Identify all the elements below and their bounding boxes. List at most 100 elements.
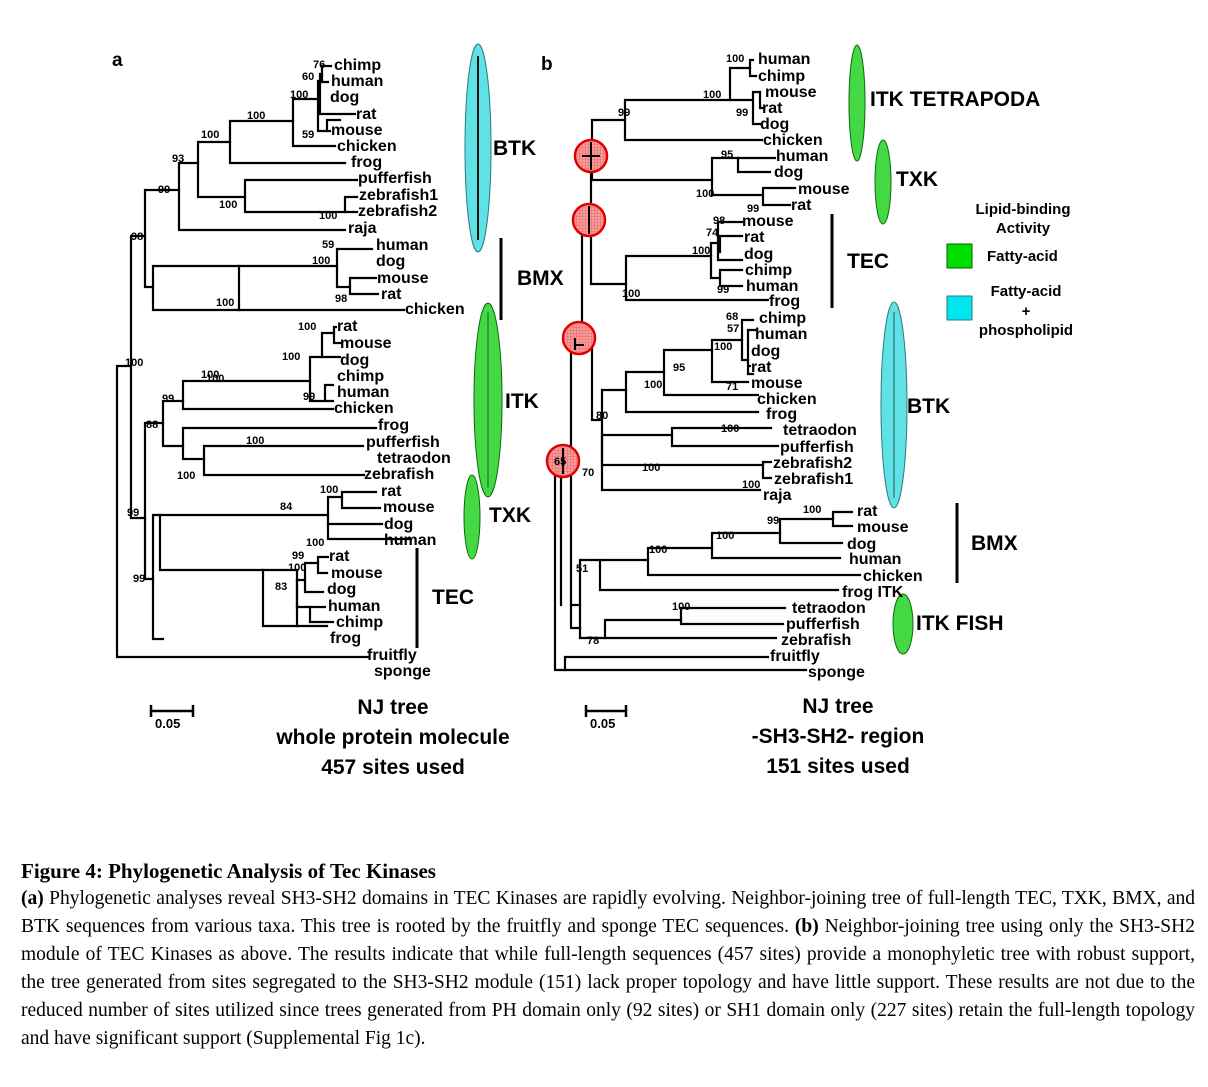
ellipse-itk-fish [892, 593, 914, 655]
taxon-label: rat [791, 197, 812, 214]
figure-caption: Figure 4: Phylogenetic Analysis of Tec K… [21, 857, 1195, 1053]
taxon-label: raja [348, 220, 377, 237]
taxon-label: human [328, 598, 380, 615]
tree-b-labels: humanchimpmouseratdogchickenhumandogmous… [554, 51, 1040, 681]
taxon-label: chicken [405, 301, 465, 318]
bootstrap-value: 100 [247, 110, 265, 122]
taxon-label: frog ITK [842, 584, 904, 601]
taxon-label: rat [337, 318, 358, 335]
bootstrap-value: 59 [302, 129, 314, 141]
taxon-label: rat [381, 483, 402, 500]
taxon-label: chimp [336, 614, 383, 631]
taxon-label: zebrafish [364, 466, 434, 483]
bootstrap-value: 99 [158, 184, 170, 196]
group-label: ITK [505, 390, 539, 413]
panel-b-letter: b [541, 54, 553, 75]
ellipse-itk-tetrapoda [848, 44, 866, 162]
taxon-label: sponge [374, 663, 431, 680]
panel-a-title-1: NJ tree [357, 696, 428, 719]
taxon-label: chicken [863, 568, 923, 585]
bootstrap-value: 51 [576, 563, 588, 575]
bootstrap-value: 100 [246, 435, 264, 447]
taxon-label: zebrafish1 [359, 187, 438, 204]
tree-a-labels: chimphumandogratmousechickenfrogpufferfi… [125, 57, 564, 680]
bootstrap-value: 100 [622, 288, 640, 300]
bootstrap-value: 99 [292, 550, 304, 562]
legend: Lipid-binding Activity Fatty-acid Fatty-… [946, 201, 1073, 339]
caption-a-text: Phylogenetic analyses reveal SH3-SH2 dom… [21, 888, 1195, 937]
bootstrap-value: 100 [320, 484, 338, 496]
taxon-label: mouse [331, 565, 383, 582]
caption-b-label: (b) [794, 916, 819, 937]
bootstrap-value: 71 [726, 381, 738, 393]
panel-b-title-3: 151 sites used [766, 755, 910, 778]
taxon-label: sponge [808, 664, 865, 681]
bootstrap-value: 100 [696, 188, 714, 200]
bootstrap-value: 65 [554, 456, 566, 468]
lipid-ellipses [463, 43, 914, 655]
bootstrap-value: 100 [716, 530, 734, 542]
legend-label-fatty-acid: Fatty-acid [987, 248, 1058, 265]
bootstrap-value: 70 [582, 467, 594, 479]
taxon-label: rat [857, 503, 878, 520]
bootstrap-value: 99 [303, 391, 315, 403]
bootstrap-value: 100 [726, 53, 744, 65]
taxon-label: fruitfly [367, 647, 417, 664]
ellipse-txk-b [874, 139, 892, 225]
bootstrap-value: 100 [649, 544, 667, 556]
bootstrap-value: 68 [726, 311, 738, 323]
taxon-label: chimp [745, 262, 792, 279]
caption-title: Figure 4: Phylogenetic Analysis of Tec K… [21, 859, 436, 883]
bootstrap-value: 78 [587, 635, 599, 647]
bootstrap-value: 100 [201, 369, 219, 381]
bootstrap-value: 60 [302, 71, 314, 83]
taxon-label: zebrafish1 [774, 471, 853, 488]
group-label: BMX [971, 532, 1018, 555]
taxon-label: dog [376, 253, 405, 270]
bootstrap-value: 98 [713, 215, 725, 227]
bootstrap-value: 93 [172, 153, 184, 165]
taxon-label: tetraodon [792, 600, 866, 617]
group-label: BTK [493, 137, 536, 160]
bootstrap-value: 100 [742, 479, 760, 491]
taxon-label: zebrafish2 [358, 203, 437, 220]
legend-swatch-fatty-acid-phospholipid [946, 295, 973, 321]
taxon-label: chicken [757, 391, 817, 408]
taxon-label: dog [751, 343, 780, 360]
taxon-label: tetraodon [783, 422, 857, 439]
legend-title-1: Lipid-binding [976, 201, 1071, 218]
taxon-label: pufferfish [780, 439, 854, 456]
taxon-label: frog [330, 630, 361, 647]
bootstrap-value: 100 [642, 462, 660, 474]
scale-b-label: 0.05 [590, 716, 615, 731]
taxon-label: mouse [331, 122, 383, 139]
group-label: ITK FISH [916, 612, 1004, 635]
taxon-label: rat [356, 106, 377, 123]
bootstrap-value: 100 [714, 341, 732, 353]
taxon-label: rat [744, 229, 765, 246]
bootstrap-value: 100 [290, 89, 308, 101]
taxon-label: mouse [377, 270, 429, 287]
taxon-label: mouse [798, 181, 850, 198]
taxon-label: dog [847, 536, 876, 553]
bootstrap-value: 100 [288, 562, 306, 574]
taxon-label: mouse [340, 335, 392, 352]
caption-body: (a) Phylogenetic analyses reveal SH3-SH2… [21, 885, 1195, 1053]
taxon-label: human [758, 51, 810, 68]
panel-a-title-3: 457 sites used [321, 756, 465, 779]
taxon-label: chimp [337, 368, 384, 385]
taxon-label: mouse [857, 519, 909, 536]
taxon-label: human [746, 278, 798, 295]
group-label: TEC [432, 586, 474, 609]
taxon-label: pufferfish [358, 170, 432, 187]
bootstrap-value: 99 [127, 507, 139, 519]
bootstrap-value: 100 [319, 210, 337, 222]
taxon-label: zebrafish [781, 632, 851, 649]
bootstrap-value: 100 [803, 504, 821, 516]
group-label: TXK [489, 504, 531, 527]
taxon-label: rat [751, 359, 772, 376]
bootstrap-value: 80 [596, 410, 608, 422]
legend-label-2-line1: Fatty-acid [991, 283, 1062, 300]
taxon-label: human [384, 532, 436, 549]
taxon-label: tetraodon [377, 450, 451, 467]
